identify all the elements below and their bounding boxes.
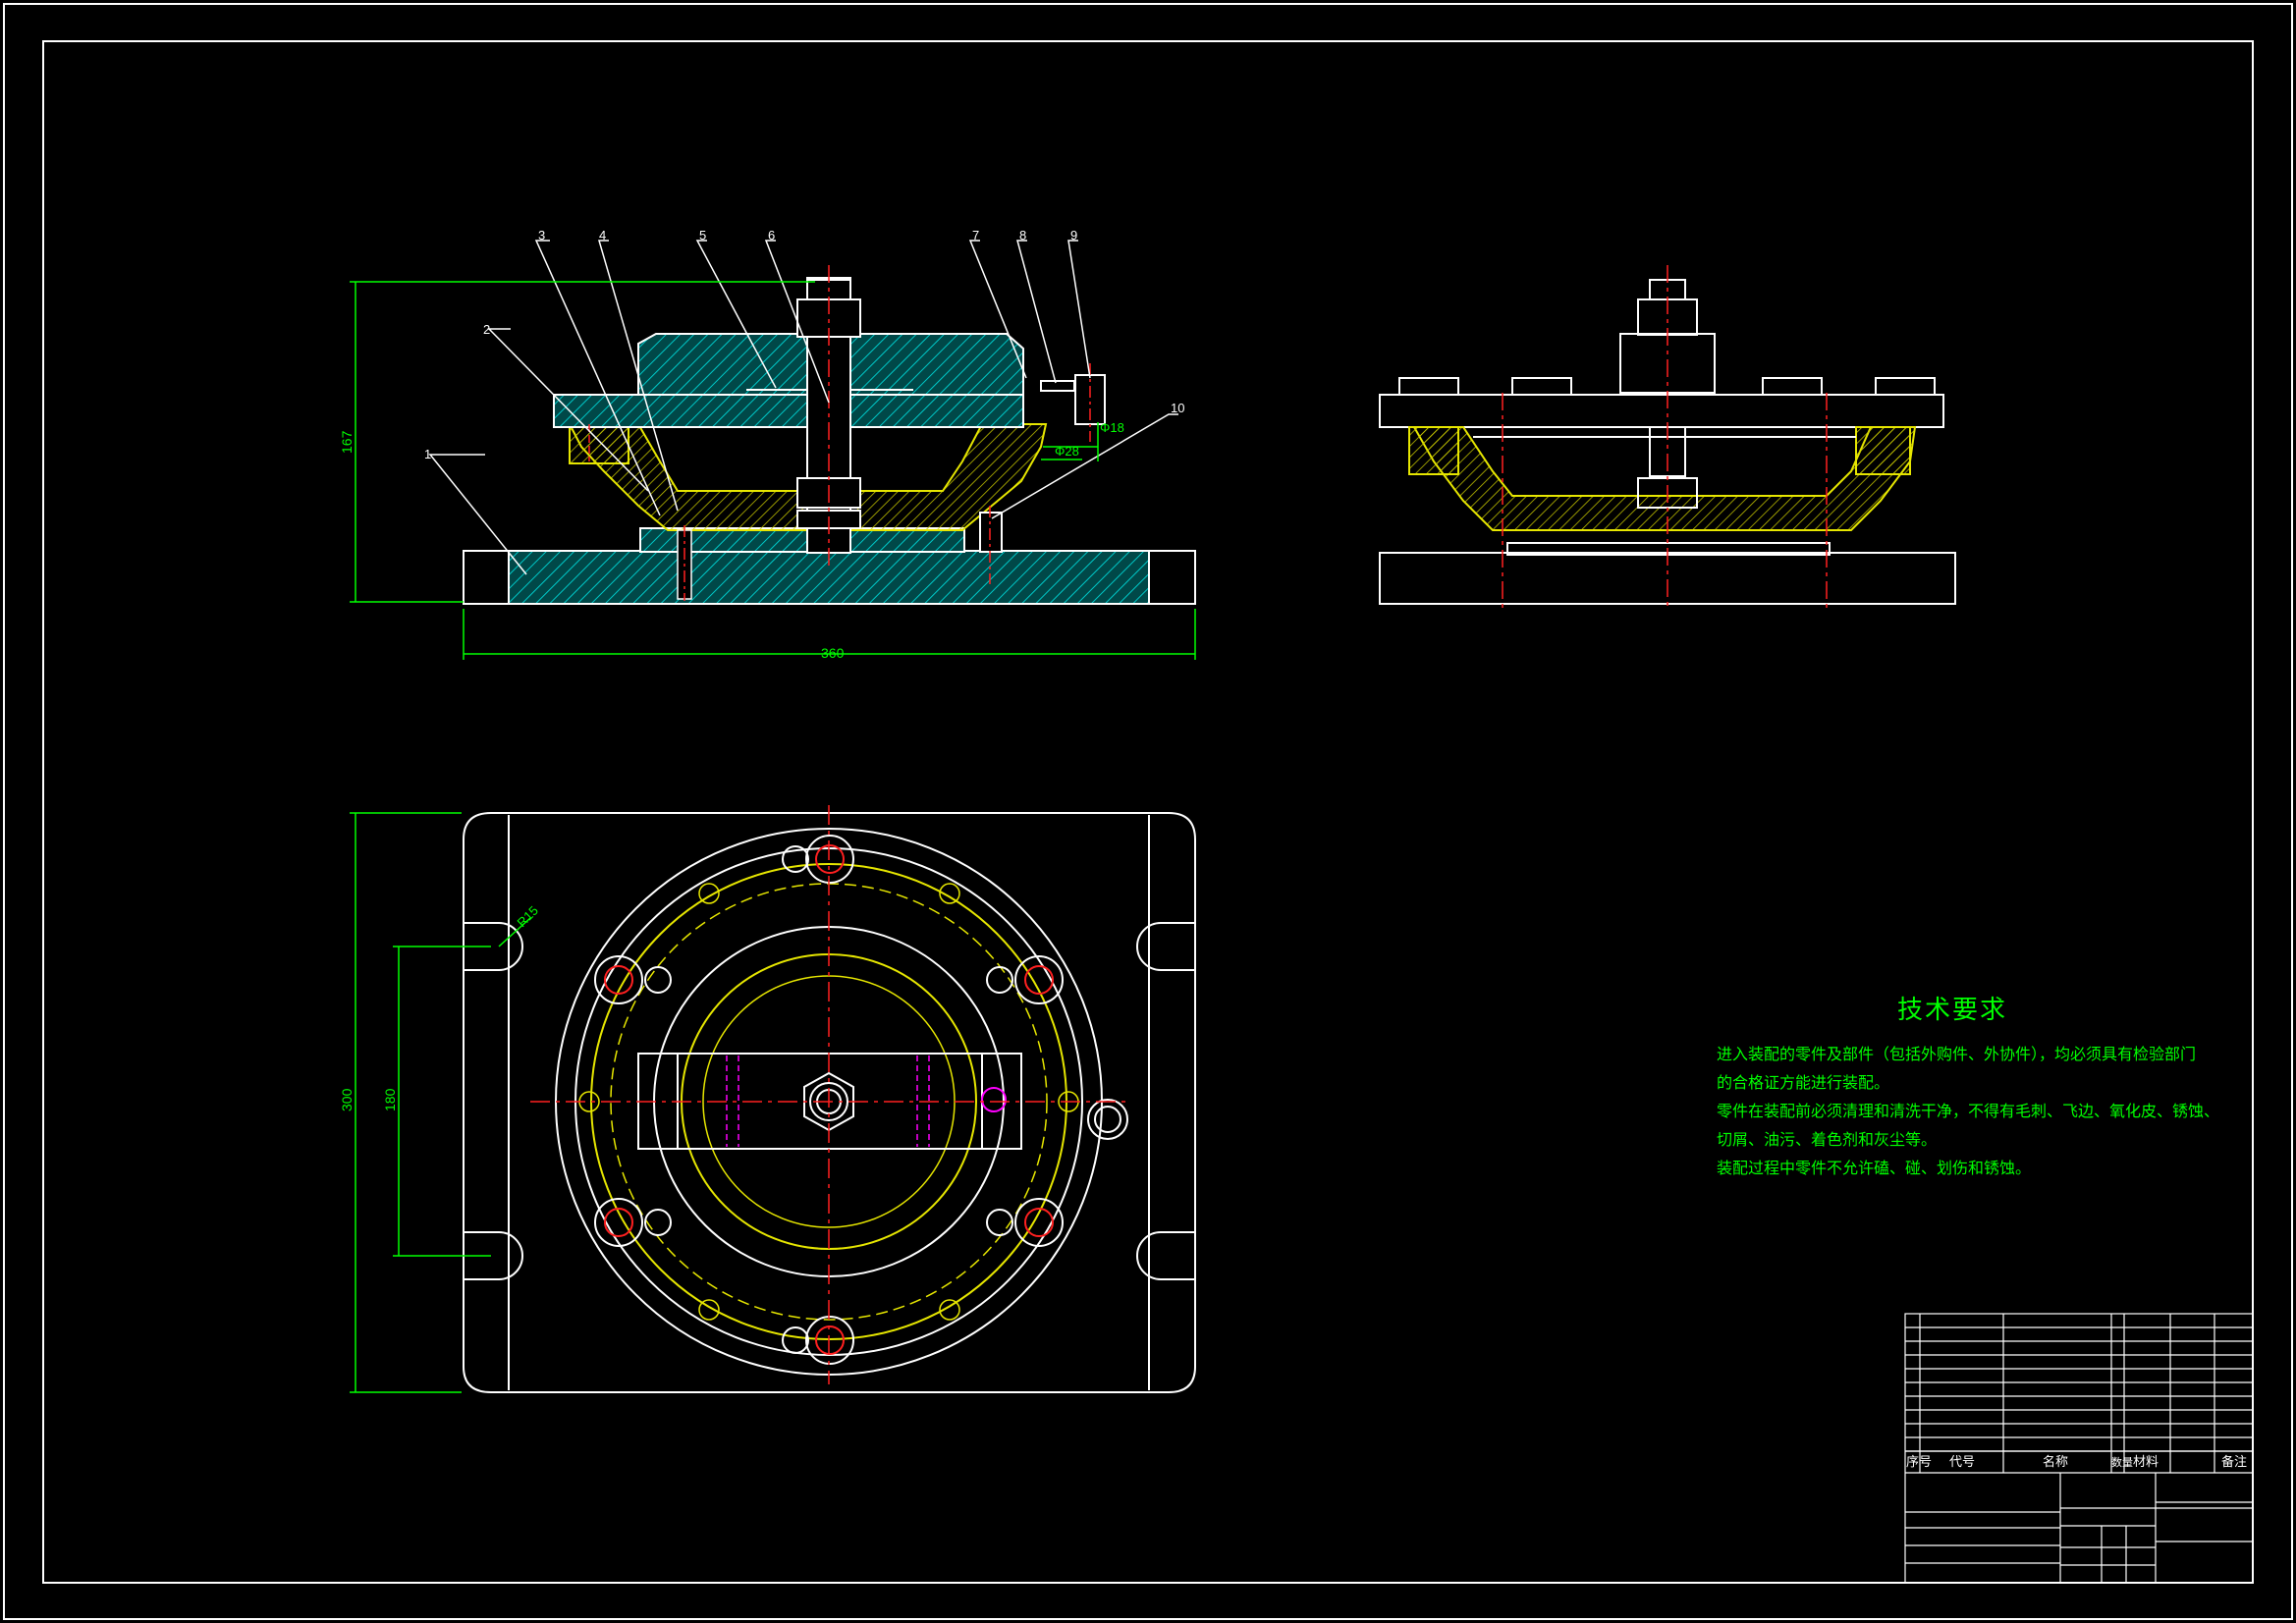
callout-2: 2 bbox=[483, 322, 490, 337]
dim-300: 300 bbox=[339, 1088, 355, 1111]
dim-phi28: Φ28 bbox=[1055, 444, 1079, 459]
dim-height: 167 bbox=[339, 430, 355, 454]
side-view bbox=[1379, 265, 1956, 609]
clamp-bolt bbox=[1074, 374, 1106, 425]
inner-border bbox=[42, 40, 2254, 1584]
top-view: 300 180 R15 bbox=[339, 805, 1196, 1393]
tech-requirements: 技术要求 进入装配的零件及部件（包括外购件、外协件），均必须具有检验部门 的合格… bbox=[1717, 990, 2227, 1182]
locating-block bbox=[639, 527, 965, 553]
dim-width: 360 bbox=[821, 645, 845, 661]
dim-r15: R15 bbox=[515, 903, 541, 930]
callout-6: 6 bbox=[768, 228, 775, 243]
tech-line: 装配过程中零件不允许磕、碰、划伤和锈蚀。 bbox=[1717, 1159, 2032, 1177]
tb-seq: 序号 bbox=[1906, 1454, 1932, 1469]
tb-code: 代号 bbox=[1949, 1454, 1975, 1469]
callout-1: 1 bbox=[424, 447, 431, 461]
tb-name: 名称 bbox=[2043, 1454, 2068, 1469]
dim-180: 180 bbox=[382, 1088, 398, 1111]
callout-5: 5 bbox=[699, 228, 706, 243]
front-view: 1 2 3 4 5 6 7 8 9 10 167 360 Φ18 Φ28 bbox=[339, 228, 1196, 661]
title-block bbox=[1904, 1313, 2254, 1584]
tech-line: 的合格证方能进行装配。 bbox=[1717, 1073, 1890, 1092]
tech-line: 进入装配的零件及部件（包括外购件、外协件），均必须具有检验部门 bbox=[1717, 1045, 2197, 1063]
tech-title: 技术要求 bbox=[1896, 996, 2007, 1025]
callout-3: 3 bbox=[538, 228, 545, 243]
tech-line: 零件在装配前必须清理和清洗干净，不得有毛刺、飞边、氧化皮、锈蚀、 bbox=[1717, 1102, 2220, 1120]
tb-mat: 材料 bbox=[2133, 1454, 2159, 1469]
tech-line: 切屑、油污、着色剂和灰尘等。 bbox=[1717, 1130, 1938, 1149]
callout-10: 10 bbox=[1171, 401, 1184, 415]
callout-9: 9 bbox=[1070, 228, 1077, 243]
callout-4: 4 bbox=[599, 228, 606, 243]
tb-qty: 数量 bbox=[2111, 1456, 2133, 1469]
upper-plate bbox=[553, 394, 1024, 428]
workpiece-section bbox=[568, 423, 1048, 531]
callout-7: 7 bbox=[972, 228, 979, 243]
dim-phi18: Φ18 bbox=[1100, 420, 1124, 435]
callout-8: 8 bbox=[1019, 228, 1026, 243]
outer-border bbox=[3, 3, 2293, 1620]
tb-note: 备注 bbox=[2221, 1454, 2247, 1469]
